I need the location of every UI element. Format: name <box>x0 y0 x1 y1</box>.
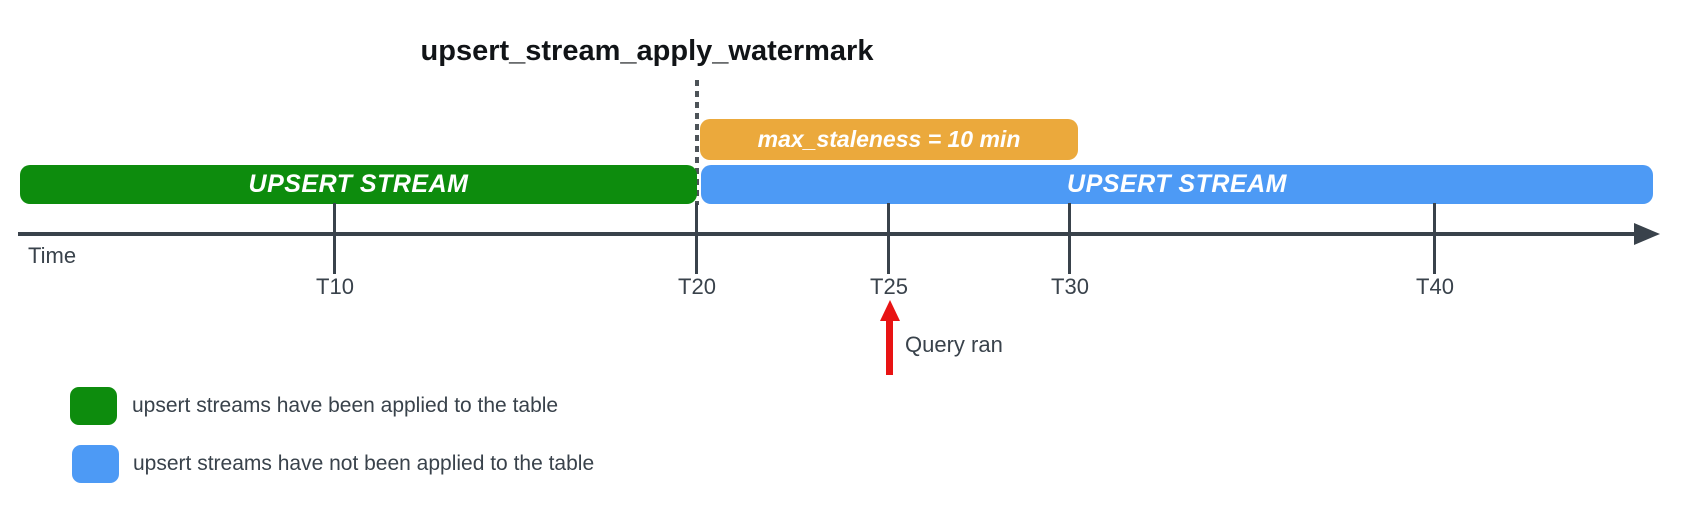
tick-t40 <box>1433 203 1436 274</box>
legend-swatch-applied <box>70 387 117 425</box>
legend-label-applied: upsert streams have been applied to the … <box>132 394 559 417</box>
watermark-dashed-line <box>695 80 699 205</box>
query-ran-arrowhead-icon <box>880 300 900 321</box>
time-axis-label: Time <box>28 243 77 268</box>
max-staleness-box: max_staleness = 10 min <box>700 119 1078 160</box>
tick-label-t25: T25 <box>870 274 908 299</box>
tick-t25 <box>887 203 890 274</box>
tick-label-t30: T30 <box>1051 274 1089 299</box>
tick-t10 <box>333 203 336 274</box>
max-staleness-label: max_staleness = 10 min <box>757 126 1021 152</box>
tick-label-t40: T40 <box>1416 274 1454 299</box>
upsert-stream-not-applied-bar: UPSERT STREAM <box>701 165 1653 204</box>
diagram-title: upsert_stream_apply_watermark <box>420 35 874 67</box>
tick-label-t20: T20 <box>678 274 716 299</box>
upsert-stream-not-applied-label: UPSERT STREAM <box>1067 170 1287 198</box>
query-ran-label: Query ran <box>905 332 1003 357</box>
upsert-stream-applied-bar: UPSERT STREAM <box>20 165 697 204</box>
tick-t30 <box>1068 203 1071 274</box>
legend-label-not-applied: upsert streams have not been applied to … <box>133 452 595 475</box>
query-ran-arrow-icon <box>886 318 893 375</box>
axis-arrowhead-icon <box>1634 223 1660 245</box>
upsert-stream-applied-label: UPSERT STREAM <box>248 170 469 198</box>
time-axis-line <box>18 232 1640 236</box>
tick-t20 <box>695 203 698 274</box>
legend-swatch-not-applied <box>72 445 119 483</box>
tick-label-t10: T10 <box>316 274 354 299</box>
